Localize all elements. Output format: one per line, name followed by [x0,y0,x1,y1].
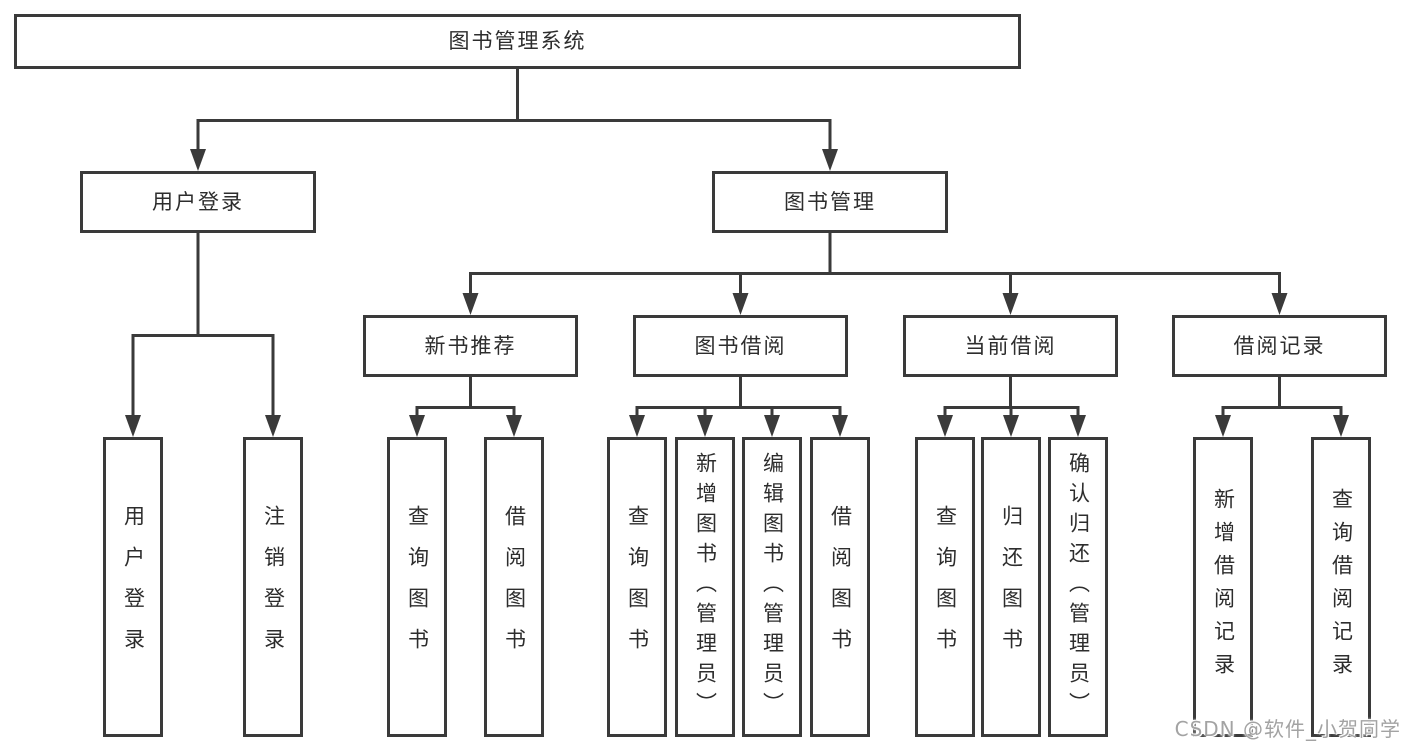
node-label: 当前借阅 [964,333,1057,358]
node-book-management: 图书管理 [712,171,948,233]
node-label: 新增图书（管理员） [693,452,718,722]
arrowheads [125,149,1349,437]
leaf-return-books: 归还图书 [981,437,1041,737]
node-label: 借阅记录 [1233,333,1326,358]
node-label: 查询图书 [933,505,958,669]
leaf-edit-book-admin: 编辑图书（管理员） [742,437,802,737]
node-label: 注销登录 [261,505,286,669]
leaf-query-books-current: 查询图书 [915,437,975,737]
node-label: 归还图书 [999,505,1024,669]
node-label: 查询图书 [405,505,430,669]
node-new-book-recommend: 新书推荐 [363,315,578,377]
leaf-query-books-borrow: 查询图书 [607,437,667,737]
node-label: 新书推荐 [424,333,517,358]
leaf-borrow-books-recommend: 借阅图书 [484,437,544,737]
node-label: 查询图书 [625,505,650,669]
node-label: 查询借阅记录 [1329,488,1354,686]
node-label: 用户登录 [152,189,244,214]
node-label: 用户登录 [121,505,146,669]
node-label: 确认归还（管理员） [1066,452,1091,722]
node-label: 新增借阅记录 [1211,488,1236,686]
leaf-logout: 注销登录 [243,437,303,737]
leaf-query-borrow-record: 查询借阅记录 [1311,437,1371,737]
node-label: 借阅图书 [502,505,527,669]
node-user-login: 用户登录 [80,171,316,233]
node-label: 图书借阅 [694,333,787,358]
node-borrow-records: 借阅记录 [1172,315,1387,377]
node-current-borrow: 当前借阅 [903,315,1118,377]
node-label: 借阅图书 [828,505,853,669]
node-label: 编辑图书（管理员） [760,452,785,722]
leaf-user-login: 用户登录 [103,437,163,737]
leaf-query-books-recommend: 查询图书 [387,437,447,737]
node-book-borrow: 图书借阅 [633,315,848,377]
leaf-add-book-admin: 新增图书（管理员） [675,437,735,737]
leaf-borrow-books: 借阅图书 [810,437,870,737]
leaf-confirm-return-admin: 确认归还（管理员） [1048,437,1108,737]
node-root-library-system: 图书管理系统 [14,14,1021,69]
node-label: 图书管理系统 [448,29,587,53]
leaf-add-borrow-record: 新增借阅记录 [1193,437,1253,737]
node-label: 图书管理 [784,189,876,214]
csdn-watermark: CSDN @软件_小贺同学 [1174,717,1401,741]
